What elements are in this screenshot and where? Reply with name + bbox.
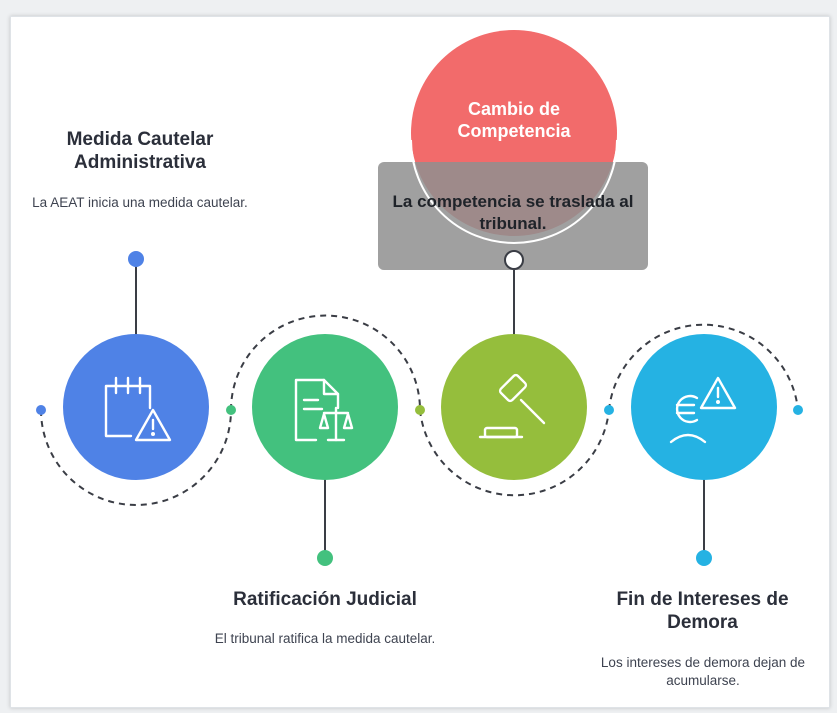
connector-arc-2	[230, 314, 421, 411]
step-circle-3	[441, 334, 587, 480]
stem-ring-3	[504, 250, 524, 270]
junction-dot-1	[36, 405, 46, 415]
callout-bubble-outline	[410, 139, 618, 244]
gavel-icon	[478, 373, 546, 439]
step-3-description: La competencia se traslada al tribunal.	[392, 192, 634, 233]
step-2-description: El tribunal ratifica la medida cautelar.	[214, 631, 436, 646]
step-circle-2	[252, 334, 398, 480]
stems	[135, 260, 705, 556]
junction-dot-3	[415, 405, 425, 415]
step-3-title: Cambio de Competencia	[457, 99, 571, 141]
callout-box	[378, 162, 648, 270]
step-4-description: Los intereses de demora dejan de acumula…	[600, 655, 806, 688]
step-1-title: Medida Cautelar Administrativa	[66, 129, 214, 173]
step-circle-1	[63, 334, 209, 480]
euro-person-warning-icon	[669, 376, 737, 444]
stem-dot-4	[696, 550, 712, 566]
stem-dot-1	[128, 251, 144, 267]
stem-dot-2	[317, 550, 333, 566]
step-1-description: La AEAT inicia una medida cautelar.	[32, 195, 248, 210]
junction-dot-5	[793, 405, 803, 415]
calendar-warning-icon	[104, 376, 172, 442]
connector-arc-1	[40, 409, 232, 506]
junction-dot-2	[226, 405, 236, 415]
step-4-title: Fin de Intereses de Demora	[616, 589, 789, 633]
step-2-title: Ratificación Judicial	[233, 589, 417, 610]
dashed-connectors	[40, 314, 799, 506]
document-scales-icon	[294, 378, 354, 442]
junction-dot-4	[604, 405, 614, 415]
